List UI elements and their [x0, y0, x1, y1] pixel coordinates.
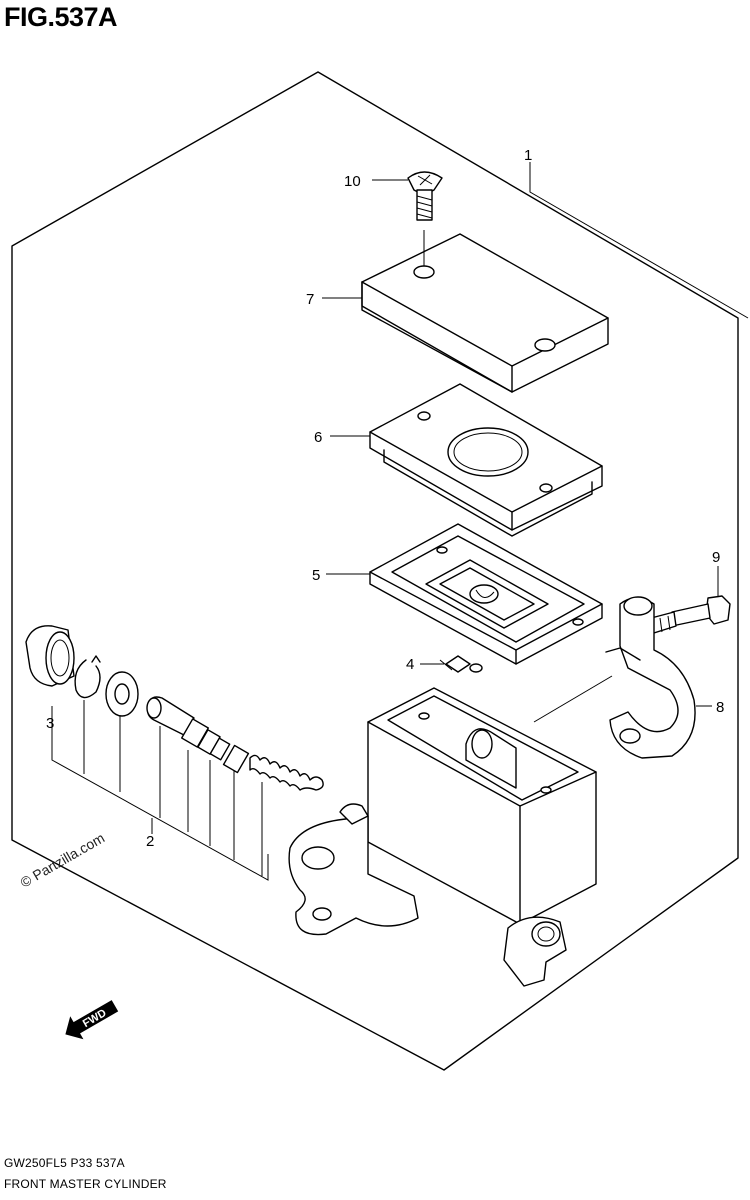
callout-5: 5 [312, 567, 320, 584]
circlip[interactable] [74, 655, 101, 699]
part-5-diaphragm[interactable] [369, 523, 603, 665]
washer[interactable] [105, 671, 139, 717]
callout-4: 4 [406, 656, 414, 673]
leader-lines [51, 162, 749, 881]
assembly-boundary [11, 71, 739, 1071]
part-4-clip[interactable] [439, 655, 483, 673]
part-10-screw[interactable] [407, 171, 443, 221]
figure-title: FIG.537A [4, 2, 118, 32]
partzilla-watermark: © Partzilla.com [18, 830, 108, 891]
master-cylinder-body[interactable] [288, 687, 597, 987]
footer-code: GW250FL5 P33 537A [4, 1156, 125, 1170]
callout-9: 9 [712, 549, 720, 566]
part-7-reservoir-cap[interactable] [361, 230, 609, 393]
callout-6: 6 [314, 429, 322, 446]
part-8-clamp[interactable] [605, 596, 696, 759]
part-6-diaphragm-plate[interactable] [369, 383, 603, 537]
callout-1: 1 [524, 147, 532, 164]
callout-7: 7 [306, 291, 314, 308]
footer-name: FRONT MASTER CYLINDER [4, 1177, 167, 1191]
part-2-piston-set[interactable] [146, 696, 324, 791]
callout-2: 2 [146, 833, 154, 850]
fwd-arrow-icon: FWD [65, 1000, 119, 1040]
part-3-boot[interactable] [25, 625, 75, 687]
callout-8: 8 [716, 699, 724, 716]
fwd-label: FWD [81, 1007, 109, 1030]
callout-10: 10 [344, 173, 361, 190]
callout-3: 3 [46, 715, 54, 732]
